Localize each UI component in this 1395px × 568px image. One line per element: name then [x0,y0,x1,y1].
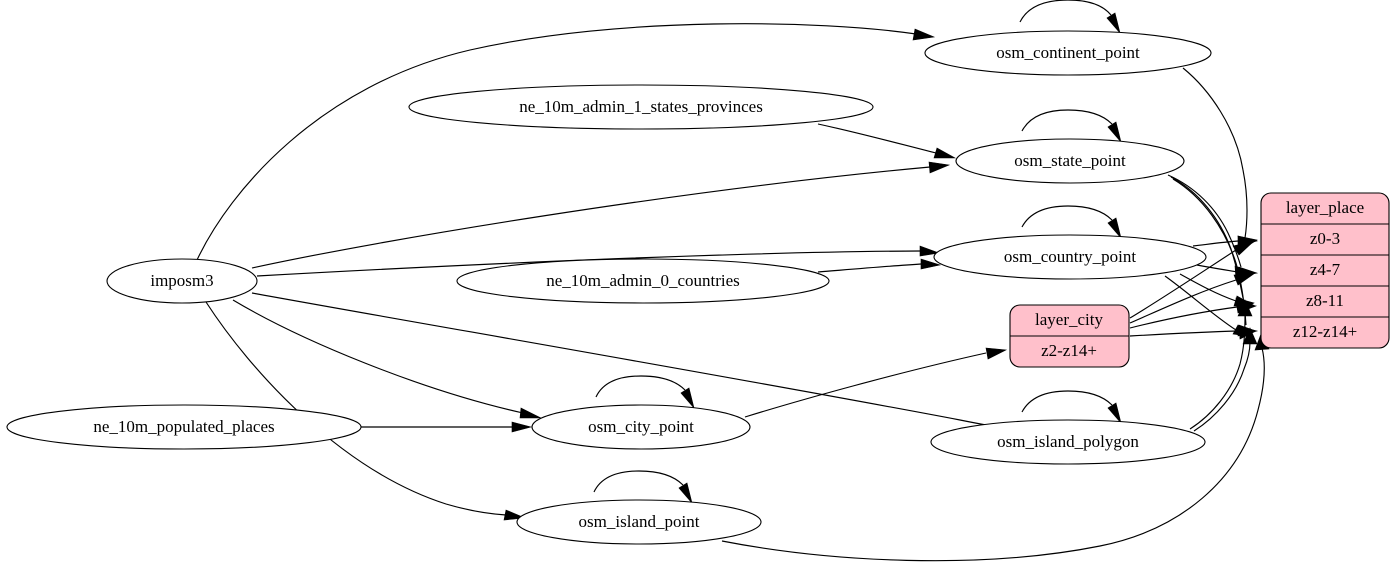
node-osm_island_point[interactable]: osm_island_point [516,499,762,545]
edge-selfloop-osm_country_point [1021,205,1122,239]
node-label-ne_10m_admin_1_states_provinces: ne_10m_admin_1_states_provinces [519,97,763,116]
edge-selfloop-osm_island_point [593,470,693,504]
edge-imposm3-to-osm_city_point [232,299,542,419]
record-row-layer_place-z8-11[interactable]: z8-11 [1306,291,1344,310]
edge-ne_countries-to-osm_country_point [817,258,942,273]
edge-layer [196,0,1270,562]
edge-layer_city-to-layer_place-z0-3 [1129,240,1256,319]
node-ne_10m_populated_places[interactable]: ne_10m_populated_places [6,404,362,450]
edge-selfloop-osm_island_polygon [1021,390,1122,424]
edge-selfloop-osm_state_point [1021,109,1122,143]
edge-imposm3-to-osm_continent_point [196,23,936,261]
node-label-osm_island_polygon: osm_island_polygon [997,432,1139,451]
node-layer: imposm3 ne_10m_admin_1_states_provinces … [6,30,1212,545]
node-label-osm_island_point: osm_island_point [579,512,700,531]
node-ne_10m_admin_0_countries[interactable]: ne_10m_admin_0_countries [456,258,830,304]
record-row-layer_place-z0-3[interactable]: z0-3 [1310,229,1340,248]
record-row-layer_city-title: layer_city [1035,310,1103,329]
node-label-osm_country_point: osm_country_point [1004,247,1136,266]
node-osm_city_point[interactable]: osm_city_point [531,404,751,450]
record-row-layer_city-z2-z14[interactable]: z2-z14+ [1041,341,1097,360]
record-layer_city[interactable]: layer_city z2-z14+ [1009,304,1130,368]
record-layer: layer_place z0-3 z4-7 z8-11 z12-z14+ lay… [744,192,1390,418]
edge-layer_city-to-layer_place-z4-7 [1129,272,1257,324]
edge-osm_island_polygon-to-layer_place-z12-z14 [1193,327,1258,432]
node-label-ne_10m_admin_0_countries: ne_10m_admin_0_countries [546,271,740,290]
record-layer_place[interactable]: layer_place z0-3 z4-7 z8-11 z12-z14+ [1260,192,1390,349]
node-label-osm_continent_point: osm_continent_point [996,43,1140,62]
edge-ne_places-to-osm_city_point [361,421,533,433]
edge-imposm3-to-osm_state_point [251,161,951,269]
node-label-osm_state_point: osm_state_point [1014,151,1126,170]
record-row-layer_place-title: layer_place [1286,198,1364,217]
node-label-ne_10m_populated_places: ne_10m_populated_places [93,417,274,436]
node-osm_continent_point[interactable]: osm_continent_point [924,30,1212,76]
node-osm_island_polygon[interactable]: osm_island_polygon [930,419,1206,465]
node-label-osm_city_point: osm_city_point [588,417,694,436]
node-imposm3[interactable]: imposm3 [106,258,258,304]
edge-osm_island_polygon-to-layer_place-z8-11 [1189,299,1253,430]
node-osm_state_point[interactable]: osm_state_point [955,138,1185,184]
record-row-layer_place-z12-z14[interactable]: z12-z14+ [1293,322,1357,341]
edge-layer_city-to-layer_place-z12-z14 [1129,325,1259,337]
edge-ne_states-to-osm_state_point [817,123,957,159]
node-osm_country_point[interactable]: osm_country_point [933,234,1207,280]
edge-osm_city_point-to-layer_city-z2-z14 [744,347,1008,418]
edge-selfloop-osm_city_point [595,375,695,409]
edge-osm_continent_point-to-layer_place-z0-3 [1182,67,1258,251]
edge-selfloop-osm_continent_point [1019,0,1121,34]
node-label-imposm3: imposm3 [150,271,213,290]
record-row-layer_place-z4-7[interactable]: z4-7 [1310,260,1341,279]
node-ne_10m_admin_1_states_provinces[interactable]: ne_10m_admin_1_states_provinces [408,84,874,130]
